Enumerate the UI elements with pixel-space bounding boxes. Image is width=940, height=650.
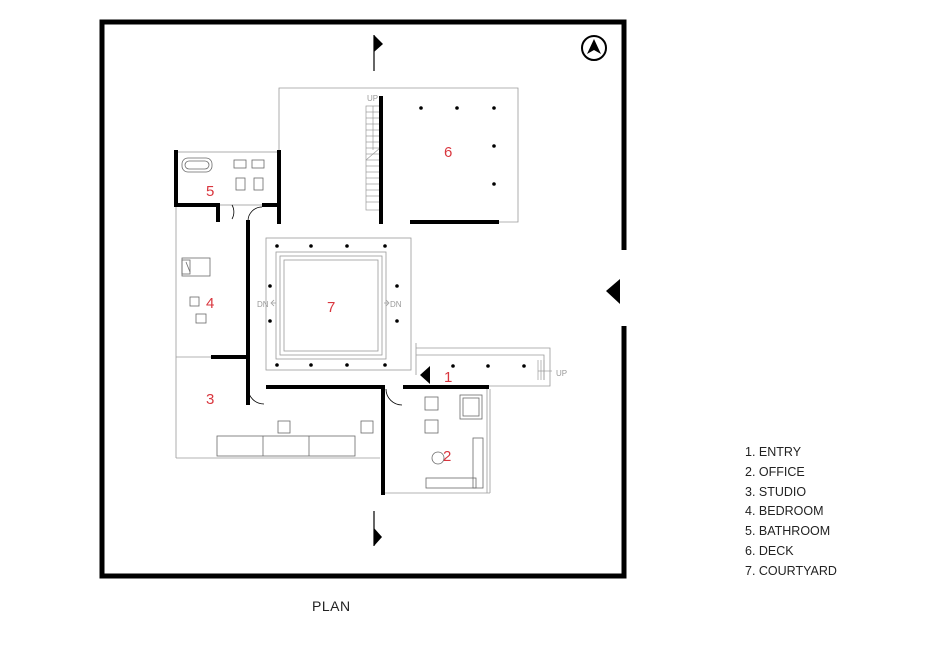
room-legend: 1. ENTRY 2. OFFICE 3. STUDIO 4. BEDROOM …: [745, 443, 837, 582]
entry-columns: [451, 364, 526, 368]
room-number-1: 1: [444, 369, 452, 386]
entry-stair: [537, 360, 552, 380]
site-boundary: [99, 19, 627, 579]
legend-item-studio: 3. STUDIO: [745, 484, 807, 499]
legend-item-deck: 6. DECK: [745, 543, 794, 558]
north-arrow-icon: [581, 35, 607, 61]
entry-stair-label: UP: [556, 369, 567, 378]
courtyard-step-right-label: DN: [390, 300, 402, 309]
section-marker-bottom: [373, 511, 382, 546]
legend-item-bathroom: 5. BATHROOM: [745, 524, 831, 539]
furniture: [181, 157, 484, 489]
courtyard-columns: [268, 244, 399, 367]
doors: [231, 204, 403, 406]
courtyard-step-left-arrow-icon: [270, 299, 276, 307]
legend-item-bedroom: 4. BEDROOM: [745, 504, 824, 519]
room-number-7: 7: [327, 299, 335, 316]
room-number-2: 2: [443, 448, 451, 465]
courtyard-pool: [275, 251, 387, 360]
room-number-5: 5: [206, 183, 214, 200]
entry-arrow-icon: [606, 279, 620, 304]
courtyard-step-left-label: DN: [257, 300, 269, 309]
legend-item-courtyard: 7. COURTYARD: [745, 563, 837, 578]
thin-outlines: [175, 87, 551, 494]
room-number-4: 4: [206, 295, 214, 312]
plan-title: PLAN: [312, 598, 351, 614]
walls: [174, 96, 499, 495]
legend-item-entry: 1. ENTRY: [745, 445, 802, 459]
deck-columns: [419, 106, 496, 186]
room-number-6: 6: [444, 144, 452, 161]
courtyard-step-right-arrow-icon: [384, 299, 390, 307]
deck-stair: [365, 105, 381, 211]
legend-item-office: 2. OFFICE: [745, 464, 805, 479]
section-marker-top: [373, 35, 383, 71]
entry-direction-arrow-icon: [420, 366, 430, 384]
room-number-3: 3: [206, 391, 214, 408]
deck-stair-label: UP: [367, 94, 378, 103]
